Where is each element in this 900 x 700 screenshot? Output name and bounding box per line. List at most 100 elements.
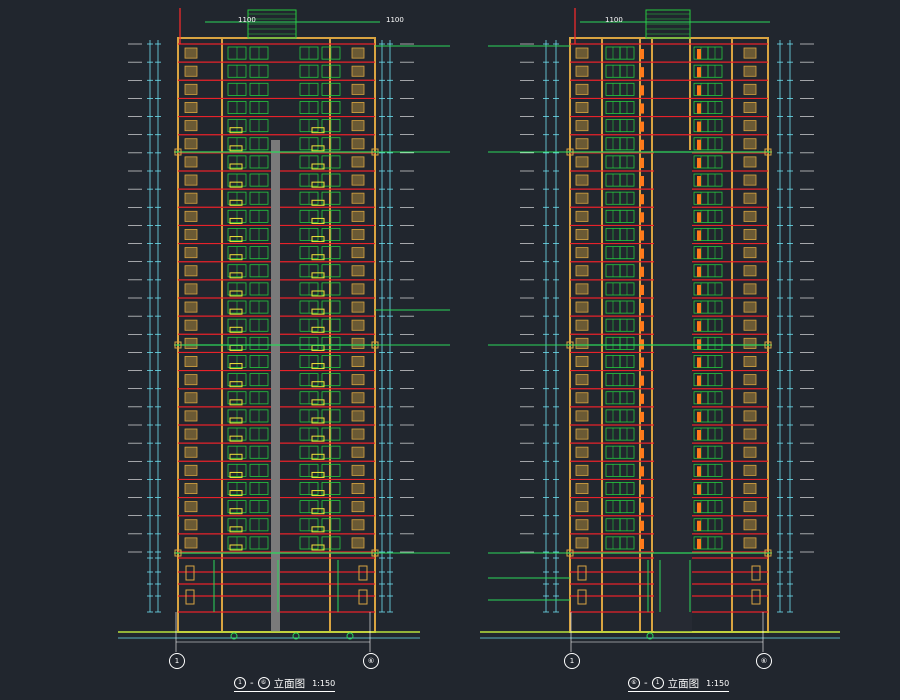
- side-window: [575, 464, 589, 476]
- podium-window: [751, 589, 761, 605]
- orange-panel: [640, 466, 644, 477]
- balcony-rail: [311, 127, 325, 134]
- side-window: [184, 301, 198, 313]
- podium-window: [185, 565, 195, 581]
- side-window: [351, 229, 365, 240]
- side-window: [575, 319, 589, 331]
- orange-panel: [697, 411, 701, 422]
- side-window: [351, 47, 365, 59]
- side-window: [184, 120, 198, 132]
- side-window: [351, 446, 365, 458]
- side-window: [351, 120, 365, 132]
- side-window: [351, 337, 365, 349]
- side-window: [575, 247, 589, 259]
- side-window: [184, 174, 198, 186]
- orange-panel: [697, 176, 701, 187]
- side-window: [743, 83, 757, 95]
- side-window: [575, 483, 589, 494]
- side-window: [184, 537, 198, 549]
- orange-panel: [697, 321, 701, 332]
- circle-icon: 1: [651, 677, 664, 689]
- balcony-rail: [229, 326, 243, 333]
- side-window: [743, 120, 757, 132]
- band-node: [764, 148, 772, 156]
- side-window: [743, 247, 757, 259]
- side-window: [743, 537, 757, 549]
- side-window: [743, 192, 757, 204]
- side-window: [743, 265, 757, 277]
- side-window: [184, 156, 198, 168]
- side-window: [575, 83, 589, 95]
- orange-panel: [697, 212, 701, 223]
- podium-window: [577, 589, 587, 605]
- side-window: [351, 102, 365, 113]
- orange-panel: [697, 502, 701, 513]
- caption-dash: -: [644, 677, 648, 689]
- side-window: [351, 283, 365, 295]
- side-window: [743, 210, 757, 222]
- side-window: [743, 229, 757, 240]
- side-window: [184, 138, 198, 150]
- orange-panel: [640, 139, 644, 150]
- orange-panel: [697, 266, 701, 277]
- side-window: [184, 65, 198, 77]
- left-top-dimension-right: 1100: [386, 16, 404, 24]
- side-window: [743, 337, 757, 349]
- orange-panel: [640, 212, 644, 223]
- balcony-rail: [311, 453, 325, 460]
- circle-icon: 1: [234, 677, 246, 689]
- side-window: [575, 283, 589, 295]
- side-window: [184, 102, 198, 113]
- balcony-rail: [229, 272, 243, 279]
- left-top-dimension: 1100: [238, 16, 256, 24]
- orange-panel: [697, 139, 701, 150]
- orange-panel: [697, 538, 701, 549]
- side-window: [575, 102, 589, 113]
- orange-panel: [640, 248, 644, 259]
- podium-window: [358, 565, 368, 581]
- podium-mark: [292, 632, 300, 640]
- balcony-rail: [229, 544, 243, 551]
- orange-panel: [640, 49, 644, 60]
- side-window: [184, 519, 198, 531]
- balcony-rail: [229, 508, 243, 515]
- side-window: [743, 374, 757, 386]
- side-window: [351, 356, 365, 367]
- band-node: [764, 341, 772, 349]
- side-window: [575, 356, 589, 367]
- orange-panel: [697, 448, 701, 459]
- side-window: [575, 374, 589, 386]
- orange-panel: [640, 393, 644, 404]
- side-window: [575, 229, 589, 240]
- side-window: [743, 428, 757, 440]
- balcony-rail: [311, 199, 325, 206]
- balcony-rail: [229, 127, 243, 134]
- side-window: [743, 156, 757, 168]
- podium-window: [358, 589, 368, 605]
- orange-panel: [640, 284, 644, 295]
- side-window: [184, 374, 198, 386]
- side-window: [743, 446, 757, 458]
- band-node: [174, 549, 182, 557]
- side-window: [351, 410, 365, 422]
- balcony-rail: [229, 290, 243, 297]
- balcony-rail: [311, 145, 325, 152]
- side-window: [184, 410, 198, 422]
- podium-window: [185, 589, 195, 605]
- right-top-dimension: 1100: [605, 16, 623, 24]
- caption-underline: [628, 691, 730, 692]
- orange-panel: [640, 484, 644, 495]
- balcony-rail: [311, 308, 325, 315]
- balcony-rail: [311, 217, 325, 224]
- side-window: [575, 265, 589, 277]
- side-window: [184, 319, 198, 331]
- side-window: [743, 392, 757, 404]
- side-window: [184, 392, 198, 404]
- balcony-rail: [311, 435, 325, 442]
- balcony-rail: [311, 290, 325, 297]
- orange-panel: [640, 375, 644, 386]
- band-node: [764, 549, 772, 557]
- side-window: [184, 464, 198, 476]
- orange-panel: [697, 339, 701, 350]
- side-window: [575, 337, 589, 349]
